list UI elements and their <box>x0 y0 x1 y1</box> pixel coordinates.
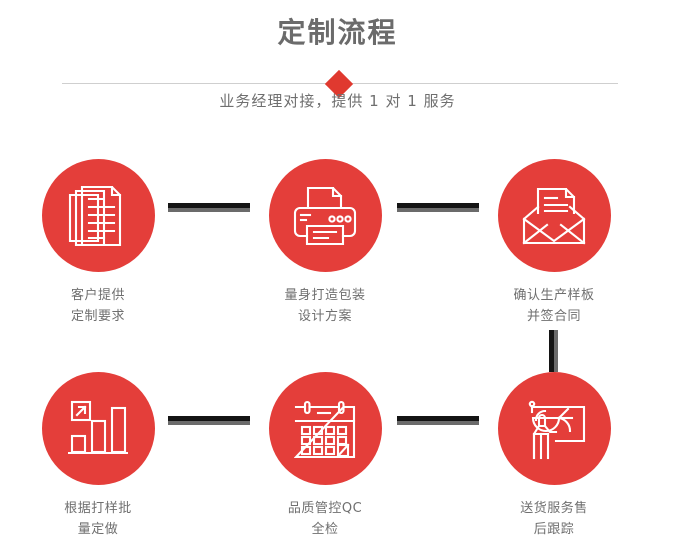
step-2-label: 量身打造包装 设计方案 <box>245 285 405 327</box>
connector-step3-step6 <box>549 330 558 372</box>
step-label-line: 全检 <box>311 522 339 537</box>
step-1-icon-circle <box>41 159 155 272</box>
calendar-icon <box>294 399 356 459</box>
printer-icon <box>293 186 357 246</box>
process-step-1[interactable]: 客户提供 定制要求 <box>18 159 178 327</box>
connector-bar <box>168 416 250 421</box>
connector-shadow <box>397 421 479 425</box>
process-step-3[interactable]: 确认生产样板 并签合同 <box>474 159 634 327</box>
process-step-2[interactable]: 量身打造包装 设计方案 <box>245 159 405 327</box>
step-label-line: 确认生产样板 <box>513 288 595 303</box>
step-5-icon-circle <box>268 372 382 485</box>
connector-shadow <box>397 208 479 212</box>
step-2-icon-circle <box>268 159 382 272</box>
connector-bar <box>549 330 554 372</box>
connector-shadow <box>168 421 250 425</box>
connector-step5-step6 <box>397 416 479 425</box>
step-label-line: 客户提供 <box>70 288 125 303</box>
presentation-pie-chart-icon <box>522 398 586 460</box>
step-label-line: 送货服务售 <box>520 501 588 516</box>
step-1-label: 客户提供 定制要求 <box>18 285 178 327</box>
connector-shadow <box>554 330 558 372</box>
title-divider <box>62 69 618 99</box>
step-4-icon-circle <box>41 372 155 485</box>
step-5-label: 品质管控QC 全检 <box>245 498 405 540</box>
connector-shadow <box>168 208 250 212</box>
connector-step4-step5 <box>168 416 250 425</box>
step-label-line: 并签合同 <box>526 309 581 324</box>
process-step-6[interactable]: 送货服务售 后跟踪 <box>474 372 634 540</box>
connector-bar <box>397 203 479 208</box>
step-6-label: 送货服务售 后跟踪 <box>474 498 634 540</box>
step-3-label: 确认生产样板 并签合同 <box>474 285 634 327</box>
header-section: 定制流程 业务经理对接，提供 1 对 1 服务 <box>0 0 675 125</box>
step-label-line: 品质管控QC <box>287 501 363 516</box>
process-step-5[interactable]: 品质管控QC 全检 <box>245 372 405 540</box>
bar-chart-growth-icon <box>68 400 128 458</box>
step-label-line: 后跟踪 <box>533 522 575 537</box>
step-4-label: 根据打样批 量定做 <box>18 498 178 540</box>
step-label-line: 根据打样批 <box>64 501 132 516</box>
envelope-document-icon <box>522 187 586 245</box>
connector-bar <box>168 203 250 208</box>
step-label-line: 量定做 <box>77 522 119 537</box>
step-3-icon-circle <box>497 159 611 272</box>
documents-stack-icon <box>68 185 128 247</box>
step-label-line: 设计方案 <box>297 309 352 324</box>
step-label-line: 定制要求 <box>70 309 125 324</box>
connector-bar <box>397 416 479 421</box>
connector-step2-step3 <box>397 203 479 212</box>
page-title: 定制流程 <box>277 16 398 49</box>
step-6-icon-circle <box>497 372 611 485</box>
process-step-4[interactable]: 根据打样批 量定做 <box>18 372 178 540</box>
step-label-line: 量身打造包装 <box>284 288 366 303</box>
page-subtitle: 业务经理对接，提供 1 对 1 服务 <box>219 92 456 110</box>
process-flow: 客户提供 定制要求 <box>0 125 675 550</box>
connector-step1-step2 <box>168 203 250 212</box>
